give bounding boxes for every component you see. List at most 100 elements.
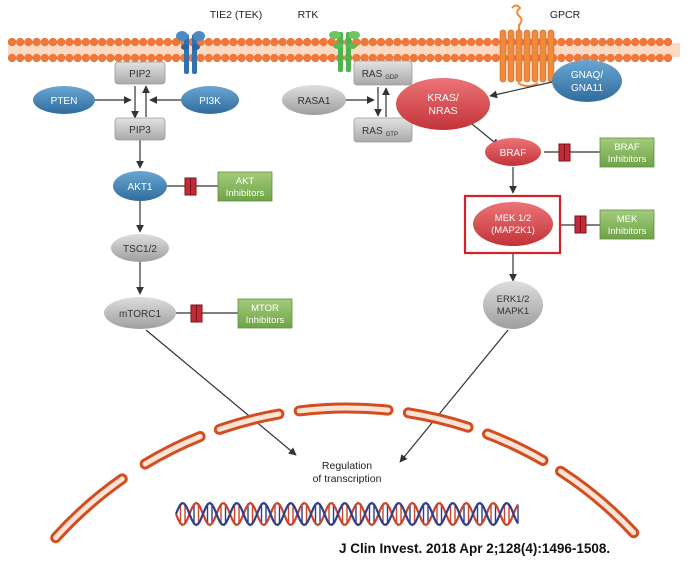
membrane-head	[434, 37, 443, 47]
membrane-head	[204, 37, 213, 47]
membrane-head	[483, 37, 492, 47]
membrane-head	[417, 53, 427, 63]
tsc12-node: TSC1/2	[111, 234, 169, 262]
membrane-head	[393, 37, 402, 47]
membrane-head	[278, 37, 287, 47]
membrane-head	[65, 53, 74, 63]
membrane-head	[598, 53, 607, 63]
svg-text:Inhibitors: Inhibitors	[608, 226, 647, 237]
membrane-head	[573, 37, 582, 47]
membrane-head	[647, 37, 656, 47]
membrane-head	[65, 37, 74, 47]
membrane-head	[614, 37, 623, 47]
membrane-head	[106, 37, 115, 47]
cell-membrane	[7, 37, 680, 63]
membrane-head	[122, 37, 131, 47]
membrane-head	[139, 53, 148, 63]
membrane-head	[598, 37, 607, 47]
membrane-head	[286, 37, 295, 47]
membrane-head	[606, 37, 615, 47]
membrane-head	[458, 53, 468, 63]
membrane-head	[171, 37, 181, 47]
erk-node: ERK1/2 MAPK1	[483, 281, 543, 329]
membrane-head	[467, 53, 476, 63]
membrane-head	[557, 37, 566, 47]
membrane-head	[426, 37, 435, 47]
membrane-head	[16, 53, 25, 63]
gnaq-gna11-node: GNAQ/ GNA11	[552, 60, 622, 102]
akt-inhibitor-bar	[184, 177, 197, 196]
svg-text:Inhibitors: Inhibitors	[226, 188, 265, 199]
membrane-head	[417, 37, 427, 47]
membrane-head	[171, 53, 181, 63]
membrane-head	[565, 53, 574, 63]
membrane-head	[253, 53, 263, 63]
membrane-head	[57, 37, 66, 47]
membrane-head	[622, 37, 632, 47]
membrane-head	[327, 53, 336, 63]
membrane-head	[475, 37, 484, 47]
membrane-head	[147, 37, 156, 47]
svg-text:mTORC1: mTORC1	[119, 309, 161, 320]
membrane-head	[286, 53, 295, 63]
membrane-head	[663, 53, 673, 63]
membrane-head	[311, 37, 320, 47]
membrane-head	[73, 37, 82, 47]
membrane-head	[270, 53, 279, 63]
membrane-head	[24, 37, 33, 47]
membrane-head	[655, 37, 664, 47]
svg-text:Inhibitors: Inhibitors	[608, 154, 647, 165]
svg-text:ERK1/2: ERK1/2	[497, 294, 530, 305]
membrane-head	[229, 53, 238, 63]
dna-strand	[174, 501, 519, 527]
membrane-head	[114, 53, 123, 63]
pathway-arrows	[95, 81, 553, 463]
gpcr-helix	[515, 29, 523, 83]
membrane-head	[622, 53, 632, 63]
membrane-head	[212, 37, 222, 47]
membrane-head	[98, 53, 107, 63]
svg-text:PIP3: PIP3	[129, 125, 151, 136]
mek-inhibitor-bar	[574, 215, 587, 234]
membrane-head	[442, 53, 451, 63]
nuclear-envelope	[50, 402, 640, 544]
membrane-head	[163, 37, 172, 47]
svg-text:Regulation: Regulation	[322, 460, 372, 472]
membrane-head	[565, 37, 574, 47]
svg-text:GNA11: GNA11	[571, 83, 603, 94]
membrane-head	[475, 53, 484, 63]
membrane-head	[163, 53, 172, 63]
membrane-head	[663, 37, 673, 47]
mek-highlight-box	[463, 194, 562, 255]
membrane-head	[48, 37, 58, 47]
membrane-head	[57, 53, 66, 63]
membrane-head	[237, 37, 246, 47]
membrane-head	[89, 53, 99, 63]
membrane-head	[442, 37, 451, 47]
pi3k-node: PI3K	[181, 86, 239, 114]
membrane-head	[40, 37, 49, 47]
pip2-node: PIP2	[114, 61, 166, 85]
membrane-head	[7, 53, 17, 63]
membrane-head	[278, 53, 287, 63]
svg-text:PI3K: PI3K	[199, 96, 221, 107]
membrane-head	[147, 53, 156, 63]
svg-text:PIP2: PIP2	[129, 69, 151, 80]
membrane-head	[303, 37, 312, 47]
membrane-head	[32, 53, 41, 63]
svg-text:MEK: MEK	[617, 214, 638, 225]
membrane-head	[212, 53, 222, 63]
braf-inhibitors-box: BRAF Inhibitors	[599, 137, 655, 168]
membrane-head	[81, 37, 90, 47]
membrane-head	[196, 53, 205, 63]
pten-node: PTEN	[33, 86, 95, 114]
membrane-head	[122, 53, 131, 63]
tie2-receptor	[176, 31, 205, 74]
mtorc1-node: mTORC1	[104, 297, 176, 329]
svg-text:MAPK1: MAPK1	[497, 306, 529, 317]
membrane-head	[639, 37, 648, 47]
membrane-head	[303, 53, 312, 63]
membrane-head	[483, 53, 492, 63]
